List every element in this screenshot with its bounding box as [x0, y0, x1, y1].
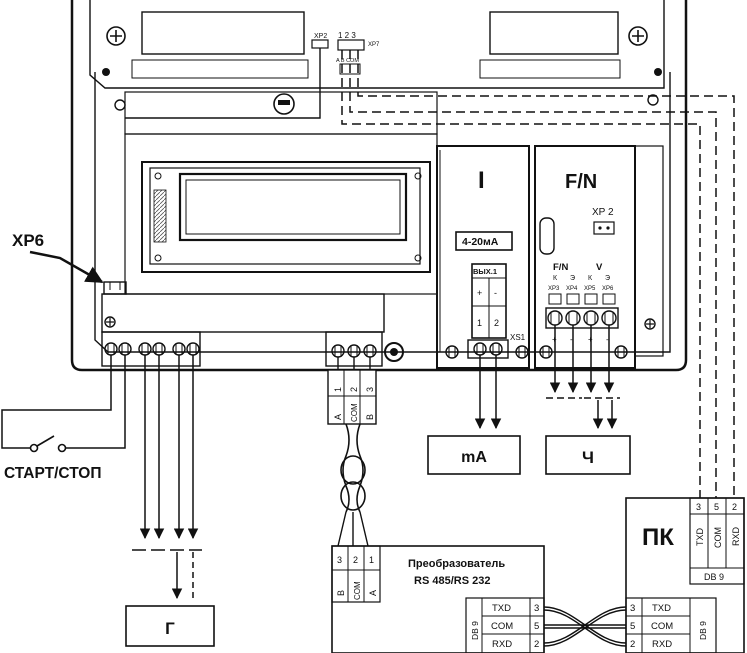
fn-group-label: F/N	[553, 262, 568, 273]
rs-pin1: 1	[333, 387, 343, 392]
rs-pin3: 3	[365, 387, 375, 392]
xp7-pin-numbers: 1 2 3	[338, 31, 356, 40]
v-e-label: Э	[605, 275, 610, 282]
box-g: Г	[125, 605, 215, 647]
fn-k-label: К	[553, 275, 558, 282]
pc-pin-top-3: 2	[732, 502, 737, 512]
start-stop-switch: СТАРТ/СТОП	[1, 355, 126, 482]
pc-row-pin-1: 3	[630, 603, 635, 614]
ch-wires	[546, 325, 620, 430]
pc-row-name-3: RXD	[652, 639, 672, 650]
converter-title-2: RS 485/RS 232	[414, 575, 490, 587]
module-i-plus: +	[477, 288, 482, 298]
module-i-pin2: 2	[494, 318, 499, 328]
conv-row-name-2: COM	[491, 621, 513, 632]
pc-pin-label-3: RXD	[731, 526, 741, 546]
module-i-pin1: 1	[477, 318, 482, 328]
converter-db9: DB 9	[470, 621, 480, 640]
pc-db9: DB 9	[698, 621, 708, 640]
module-fn-terminals	[547, 310, 617, 326]
conv-row-pin-1: 3	[534, 603, 539, 614]
pc-pin-top-2: 5	[714, 502, 719, 512]
fn-minus-1: -	[570, 335, 573, 344]
left-terminals	[104, 342, 200, 356]
conv-pin-label-3: A	[368, 590, 378, 596]
conv-row-pin-2: 5	[534, 621, 539, 632]
xp4-label: XP4	[566, 286, 578, 292]
rs-pin-b: B	[365, 414, 375, 420]
rs-pin2: 2	[349, 387, 359, 392]
box-ma-label: mA	[461, 449, 487, 466]
box-g-label: Г	[165, 619, 175, 638]
conv-row-name-1: TXD	[492, 603, 511, 614]
xp6-small-label: XP6	[602, 286, 614, 292]
conv-row-pin-3: 2	[534, 639, 539, 650]
pc-box: 3 5 2 TXD COM RXD DB 9 ПК 3 TXD 5 COM 2 …	[625, 497, 745, 653]
xp7-label: XP7	[368, 42, 380, 48]
box-ch: Ч	[545, 435, 631, 475]
conv-row-name-3: RXD	[492, 639, 512, 650]
module-i-vyh: ВЫХ.1	[473, 267, 497, 276]
conv-pin-top-2: 2	[353, 555, 358, 565]
dashed-lines-to-pc	[341, 50, 735, 498]
pc-row-name-1: TXD	[652, 603, 671, 614]
pc-pin-label-2: COM	[713, 527, 723, 548]
pc-title: ПК	[642, 524, 674, 551]
conv-pin-top-3: 1	[369, 555, 374, 565]
v-group-label: V	[596, 262, 603, 273]
module-fn-title: F/N	[565, 171, 597, 193]
rs-pin-a: A	[333, 414, 343, 420]
module-fn: F/N XP 2 F/N V К Э К Э XP3 XP4 XP5 XP6 +	[534, 145, 664, 369]
conv-pin-label-2: COM	[353, 581, 362, 600]
converter-title-1: Преобразователь	[408, 558, 505, 570]
v-k-label: К	[588, 275, 593, 282]
start-stop-label: СТАРТ/СТОП	[4, 465, 102, 482]
conv-pin-top-1: 3	[337, 555, 342, 565]
pc-row-pin-2: 5	[630, 621, 635, 632]
xp7-sub-label: A B COM	[336, 58, 359, 64]
lcd-display	[141, 161, 431, 273]
xs1-label: XS1	[510, 333, 526, 342]
rs-pin-com: COM	[350, 403, 359, 422]
pc-db9-bottom: DB 9	[704, 572, 724, 582]
xp3-label: XP3	[548, 286, 560, 292]
pc-pin-label-1: TXD	[695, 527, 705, 546]
pc-row-pin-3: 2	[630, 639, 635, 650]
pc-pin-top-1: 3	[696, 502, 701, 512]
xp6-label: XP6	[12, 231, 44, 250]
box-ch-label: Ч	[582, 448, 594, 467]
fn-minus-2: -	[606, 335, 609, 344]
xp6-callout: XP6	[12, 231, 104, 284]
rs485-cable: 1 A 2 COM 3 B	[327, 357, 377, 547]
module-i: I 4-20мА ВЫХ.1 + - 1 2 XS1	[436, 145, 530, 369]
xp2-connector: XP2	[125, 33, 329, 119]
module-xp2-label: XP 2	[592, 207, 614, 218]
xp2-top-label: XP2	[314, 33, 327, 40]
rs485-terminals	[331, 344, 377, 358]
converter-box: 3 2 1 B COM A Преобразователь RS 485/RS …	[331, 545, 545, 653]
module-i-minus: -	[494, 288, 497, 298]
xp5-label: XP5	[584, 286, 596, 292]
serial-crossover-cable	[543, 606, 627, 647]
module-i-range: 4-20мА	[462, 236, 499, 248]
main-terminal-strip	[101, 281, 404, 367]
conv-pin-label-1: B	[336, 590, 346, 596]
module-i-terminals	[473, 342, 503, 356]
g-wires	[132, 355, 202, 600]
ma-wires	[474, 355, 502, 430]
fn-e-label: Э	[570, 275, 575, 282]
module-i-title: I	[478, 167, 485, 194]
box-ma: mA	[427, 435, 521, 475]
pc-row-name-2: COM	[651, 621, 673, 632]
